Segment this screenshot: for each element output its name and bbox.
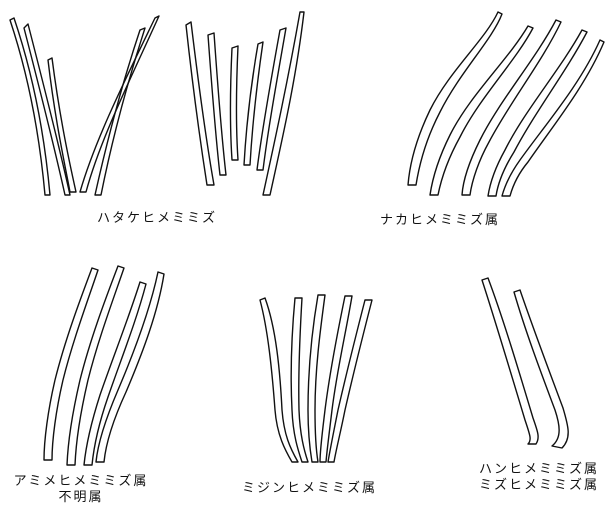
seta-outline	[328, 300, 372, 462]
caption-line: ハンヒメミミズ属	[470, 462, 608, 478]
seta-outline	[291, 298, 308, 462]
hatake-setae-right	[186, 12, 304, 195]
caption-hanhime: ハンヒメミミズ属 ミズヒメミミズ属	[470, 462, 608, 494]
seta-outline	[430, 26, 533, 195]
seta-outline	[208, 33, 226, 175]
caption-hatake: ハタケヒメミミズ	[97, 211, 217, 227]
seta-outline	[482, 278, 538, 444]
caption-line: ミズヒメミミズ属	[470, 478, 608, 494]
caption-nakahime: ナカヒメミミズ属	[380, 213, 500, 229]
seta-outline	[488, 30, 587, 196]
seta-outline	[408, 12, 502, 185]
caption-line: ミジンヒメミミズ属	[242, 481, 377, 496]
seta-outline	[95, 28, 145, 195]
caption-amime: アミメヒメミミズ属 不明属	[0, 474, 162, 506]
caption-mijin: ミジンヒメミミズ属	[242, 481, 377, 497]
mijin-setae	[260, 295, 372, 462]
hatake-setae-left	[10, 16, 159, 195]
seta-outline	[231, 46, 239, 160]
seta-outline	[186, 22, 214, 185]
seta-outline	[84, 282, 146, 465]
amime-setae	[44, 266, 164, 465]
nakahime-setae	[408, 12, 604, 196]
seta-outline	[320, 296, 352, 462]
seta-outline	[67, 266, 124, 465]
caption-line: ハタケヒメミミズ	[97, 211, 217, 226]
seta-outline	[260, 298, 298, 462]
seta-outline	[48, 58, 76, 192]
seta-outline	[96, 272, 164, 462]
seta-outline	[514, 290, 568, 448]
seta-outline	[502, 40, 604, 196]
caption-line: ナカヒメミミズ属	[380, 213, 500, 228]
caption-line: 不明属	[0, 490, 162, 506]
caption-line: アミメヒメミミズ属	[0, 474, 162, 490]
seta-outline	[80, 16, 159, 192]
hanhime-setae	[482, 278, 568, 448]
